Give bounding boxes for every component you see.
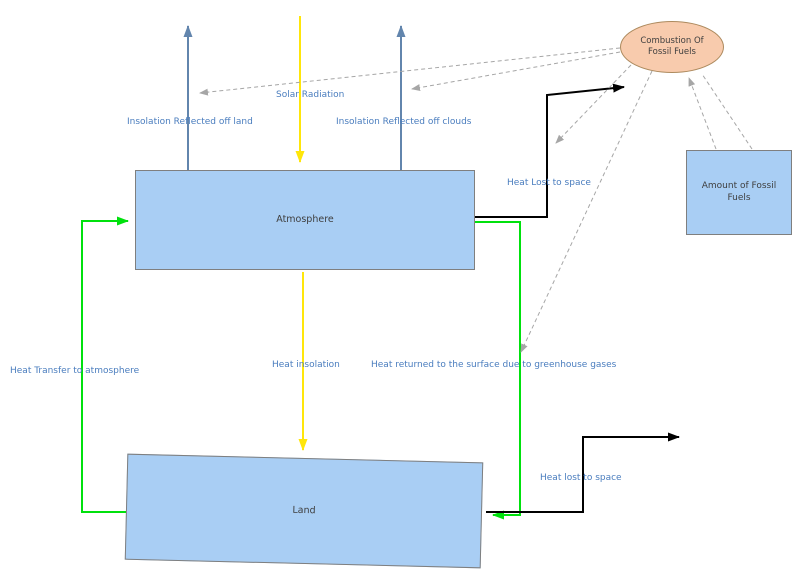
influence-combustion-to-heat-lost[interactable] <box>555 64 632 144</box>
node-land-label: Land <box>292 504 316 517</box>
label-insolation-reflected-clouds: Insolation Reflected off clouds <box>336 117 472 127</box>
node-atmosphere[interactable]: Atmosphere <box>135 170 475 270</box>
influence-combustion-to-insolation-clouds[interactable] <box>411 51 621 92</box>
label-insolation-reflected-land: Insolation Reflected off land <box>127 117 253 127</box>
influence-combustion-to-insolation-land[interactable] <box>199 47 621 96</box>
node-land[interactable]: Land <box>124 453 484 569</box>
node-combustion-of-fossil-fuels-label: Combustion Of Fossil Fuels <box>640 36 704 57</box>
node-amount-of-fossil-fuels-label: Amount of Fossil Fuels <box>701 181 777 203</box>
label-heat-returned-greenhouse: Heat returned to the surface due to gree… <box>371 360 617 370</box>
node-amount-of-fossil-fuels[interactable]: Amount of Fossil Fuels <box>686 150 792 235</box>
label-heat-lost-space-atmosphere: Heat Lost to space <box>507 178 591 188</box>
influence-combustion-to-heat-returned[interactable] <box>520 70 653 353</box>
influence-amount-to-combustion[interactable] <box>688 77 717 150</box>
node-atmosphere-label: Atmosphere <box>276 214 334 226</box>
label-heat-transfer-to-atmosphere: Heat Transfer to atmosphere <box>10 366 140 376</box>
label-solar-radiation: Solar Radiation <box>276 90 345 100</box>
label-heat-insolation: Heat insolation <box>272 360 340 370</box>
node-combustion-of-fossil-fuels[interactable]: Combustion Of Fossil Fuels <box>620 21 724 73</box>
influence-amount-to-combustion-2[interactable] <box>701 73 753 150</box>
label-heat-lost-space-land: Heat lost to space <box>540 473 622 483</box>
heat-lost-space-atmosphere-arrow[interactable] <box>475 83 625 218</box>
